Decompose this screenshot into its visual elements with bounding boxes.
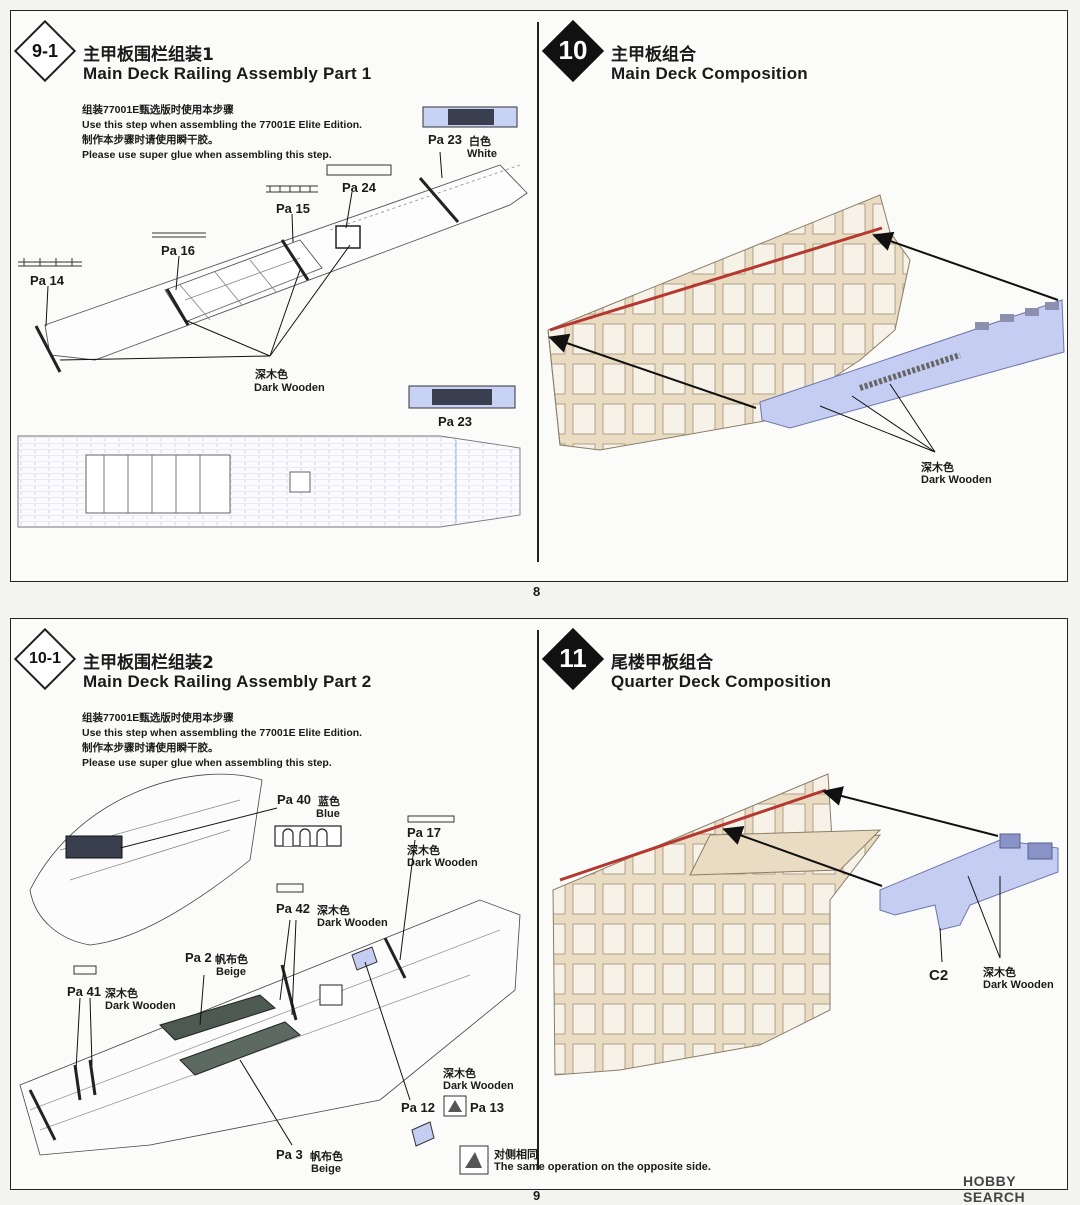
label-pa17-cn: 深木色	[407, 845, 440, 857]
label-pa17: Pa 17	[407, 825, 441, 840]
pa24-part	[326, 164, 392, 176]
note-line: Please use super glue when assembling th…	[82, 149, 332, 161]
step-10-leaders	[819, 383, 936, 453]
step-10-title-cn: 主甲板组合	[611, 45, 696, 65]
label-pa40: Pa 40	[277, 792, 311, 807]
label-pa12-13-cn: 深木色	[443, 1068, 476, 1080]
step-9-1-title-cn: 主甲板围栏组装1	[83, 45, 214, 65]
note-line: 制作本步骤时请使用瞬干胶。	[82, 742, 219, 754]
label-pa17-en: Dark Wooden	[407, 857, 478, 869]
pa40-on-ship	[65, 835, 123, 859]
opposite-side-icon	[459, 1145, 489, 1175]
note-line: 组装77001E甄选版时使用本步骤	[82, 104, 234, 116]
step-11-title-en: Quarter Deck Composition	[611, 672, 832, 691]
label-pa41-cn: 深木色	[105, 988, 138, 1000]
railing-parts	[18, 185, 318, 267]
label-pa12-13-en: Dark Wooden	[443, 1080, 514, 1092]
pa17-part	[407, 815, 455, 823]
deck-railings	[34, 177, 460, 373]
note-line: 制作本步骤时请使用瞬干胶。	[82, 134, 219, 146]
step-11-color-en: Dark Wooden	[983, 979, 1054, 991]
label-pa2-cn: 帆布色	[215, 954, 248, 966]
step-10-1-title-en: Main Deck Railing Assembly Part 2	[83, 672, 372, 691]
step-11-arrow-top	[822, 786, 999, 837]
pa12-part	[351, 946, 378, 971]
step-10-arrow-left	[548, 333, 757, 409]
label-c2: C2	[929, 967, 949, 984]
label-pa40-en: Blue	[316, 808, 340, 820]
step-10-1-title-cn: 主甲板围栏组装2	[83, 653, 214, 673]
pa2-grating	[159, 994, 276, 1041]
step-11-color-cn: 深木色	[983, 967, 1016, 979]
step-10-arrow-right	[872, 231, 1059, 301]
step-9-1-notes: 组装77001E甄选版时使用本步骤 Use this step when ass…	[82, 103, 362, 163]
step-10-color-en: Dark Wooden	[921, 474, 992, 486]
step-11-hull	[552, 773, 882, 1076]
label-pa23-bottom: Pa 23	[438, 414, 472, 429]
note-line: Use this step when assembling the 77001E…	[82, 727, 363, 739]
page-number-9: 9	[533, 1188, 541, 1203]
label-pa42-en: Dark Wooden	[317, 917, 388, 929]
step-11-number: 11	[559, 643, 587, 673]
step-10-1-leaders	[75, 807, 416, 1146]
label-pa42: Pa 42	[276, 901, 310, 916]
note-line: Use this step when assembling the 77001E…	[82, 119, 363, 131]
leader-lines	[45, 151, 443, 361]
step-10-1-ship-stern	[29, 773, 263, 946]
step-11-arrow-bottom	[722, 825, 883, 887]
step-9-1-number: 9-1	[31, 41, 58, 61]
color-dark-wooden-en: Dark Wooden	[254, 382, 325, 394]
page-8-divider	[537, 22, 539, 562]
label-pa40-cn: 蓝色	[318, 796, 340, 808]
page-9-divider	[537, 630, 539, 1170]
label-pa3: Pa 3	[276, 1147, 303, 1162]
step-9-1-title-en: Main Deck Railing Assembly Part 1	[83, 64, 372, 83]
label-pa3-en: Beige	[311, 1163, 341, 1175]
opposite-side-cn: 对侧相同	[494, 1149, 538, 1161]
label-pa41: Pa 41	[67, 984, 101, 999]
label-pa24: Pa 24	[342, 180, 376, 195]
label-pa14: Pa 14	[30, 273, 64, 288]
label-pa2: Pa 2	[185, 950, 212, 965]
label-pa41-en: Dark Wooden	[105, 1000, 176, 1012]
step-10-1-railings	[28, 937, 407, 1141]
step-10-blue-deck	[759, 299, 1065, 429]
pa13-icon	[443, 1095, 467, 1117]
step-10-title-en: Main Deck Composition	[611, 64, 808, 83]
label-pa23-color-en: White	[467, 148, 497, 160]
label-pa42-cn: 深木色	[317, 905, 350, 917]
label-pa13: Pa 13	[470, 1100, 504, 1115]
deck-plan	[17, 435, 521, 528]
step-10-hull	[547, 194, 911, 451]
pa42-part	[276, 883, 304, 893]
pa40-part	[274, 825, 342, 847]
label-pa16: Pa 16	[161, 243, 195, 258]
label-pa15: Pa 15	[276, 201, 310, 216]
label-pa23-color-cn: 白色	[469, 136, 491, 148]
label-pa12: Pa 12	[401, 1100, 435, 1115]
pa41-part	[73, 965, 97, 975]
pa3-grating	[179, 1021, 301, 1076]
note-line: Please use super glue when assembling th…	[82, 757, 332, 769]
label-pa2-en: Beige	[216, 966, 246, 978]
label-pa3-cn: 帆布色	[310, 1151, 343, 1163]
note-line: 组装77001E甄选版时使用本步骤	[82, 712, 234, 724]
step-10-1-notes: 组装77001E甄选版时使用本步骤 Use this step when ass…	[82, 711, 362, 771]
step-11-leaders	[939, 875, 1001, 963]
step-9-1-deck-iso	[44, 164, 528, 361]
color-dark-wooden-cn: 深木色	[255, 369, 288, 381]
step-10-number: 10	[558, 35, 588, 65]
pa13-part	[411, 1121, 435, 1147]
opposite-side-en: The same operation on the opposite side.	[494, 1161, 711, 1173]
step-10-color-cn: 深木色	[921, 462, 954, 474]
page-number-8: 8	[533, 584, 541, 599]
label-pa23-top: Pa 23	[428, 132, 462, 147]
step-11-blue-deck	[879, 833, 1059, 931]
step-10-1-number: 10-1	[28, 650, 62, 667]
step-11-title-cn: 尾楼甲板组合	[611, 653, 713, 673]
